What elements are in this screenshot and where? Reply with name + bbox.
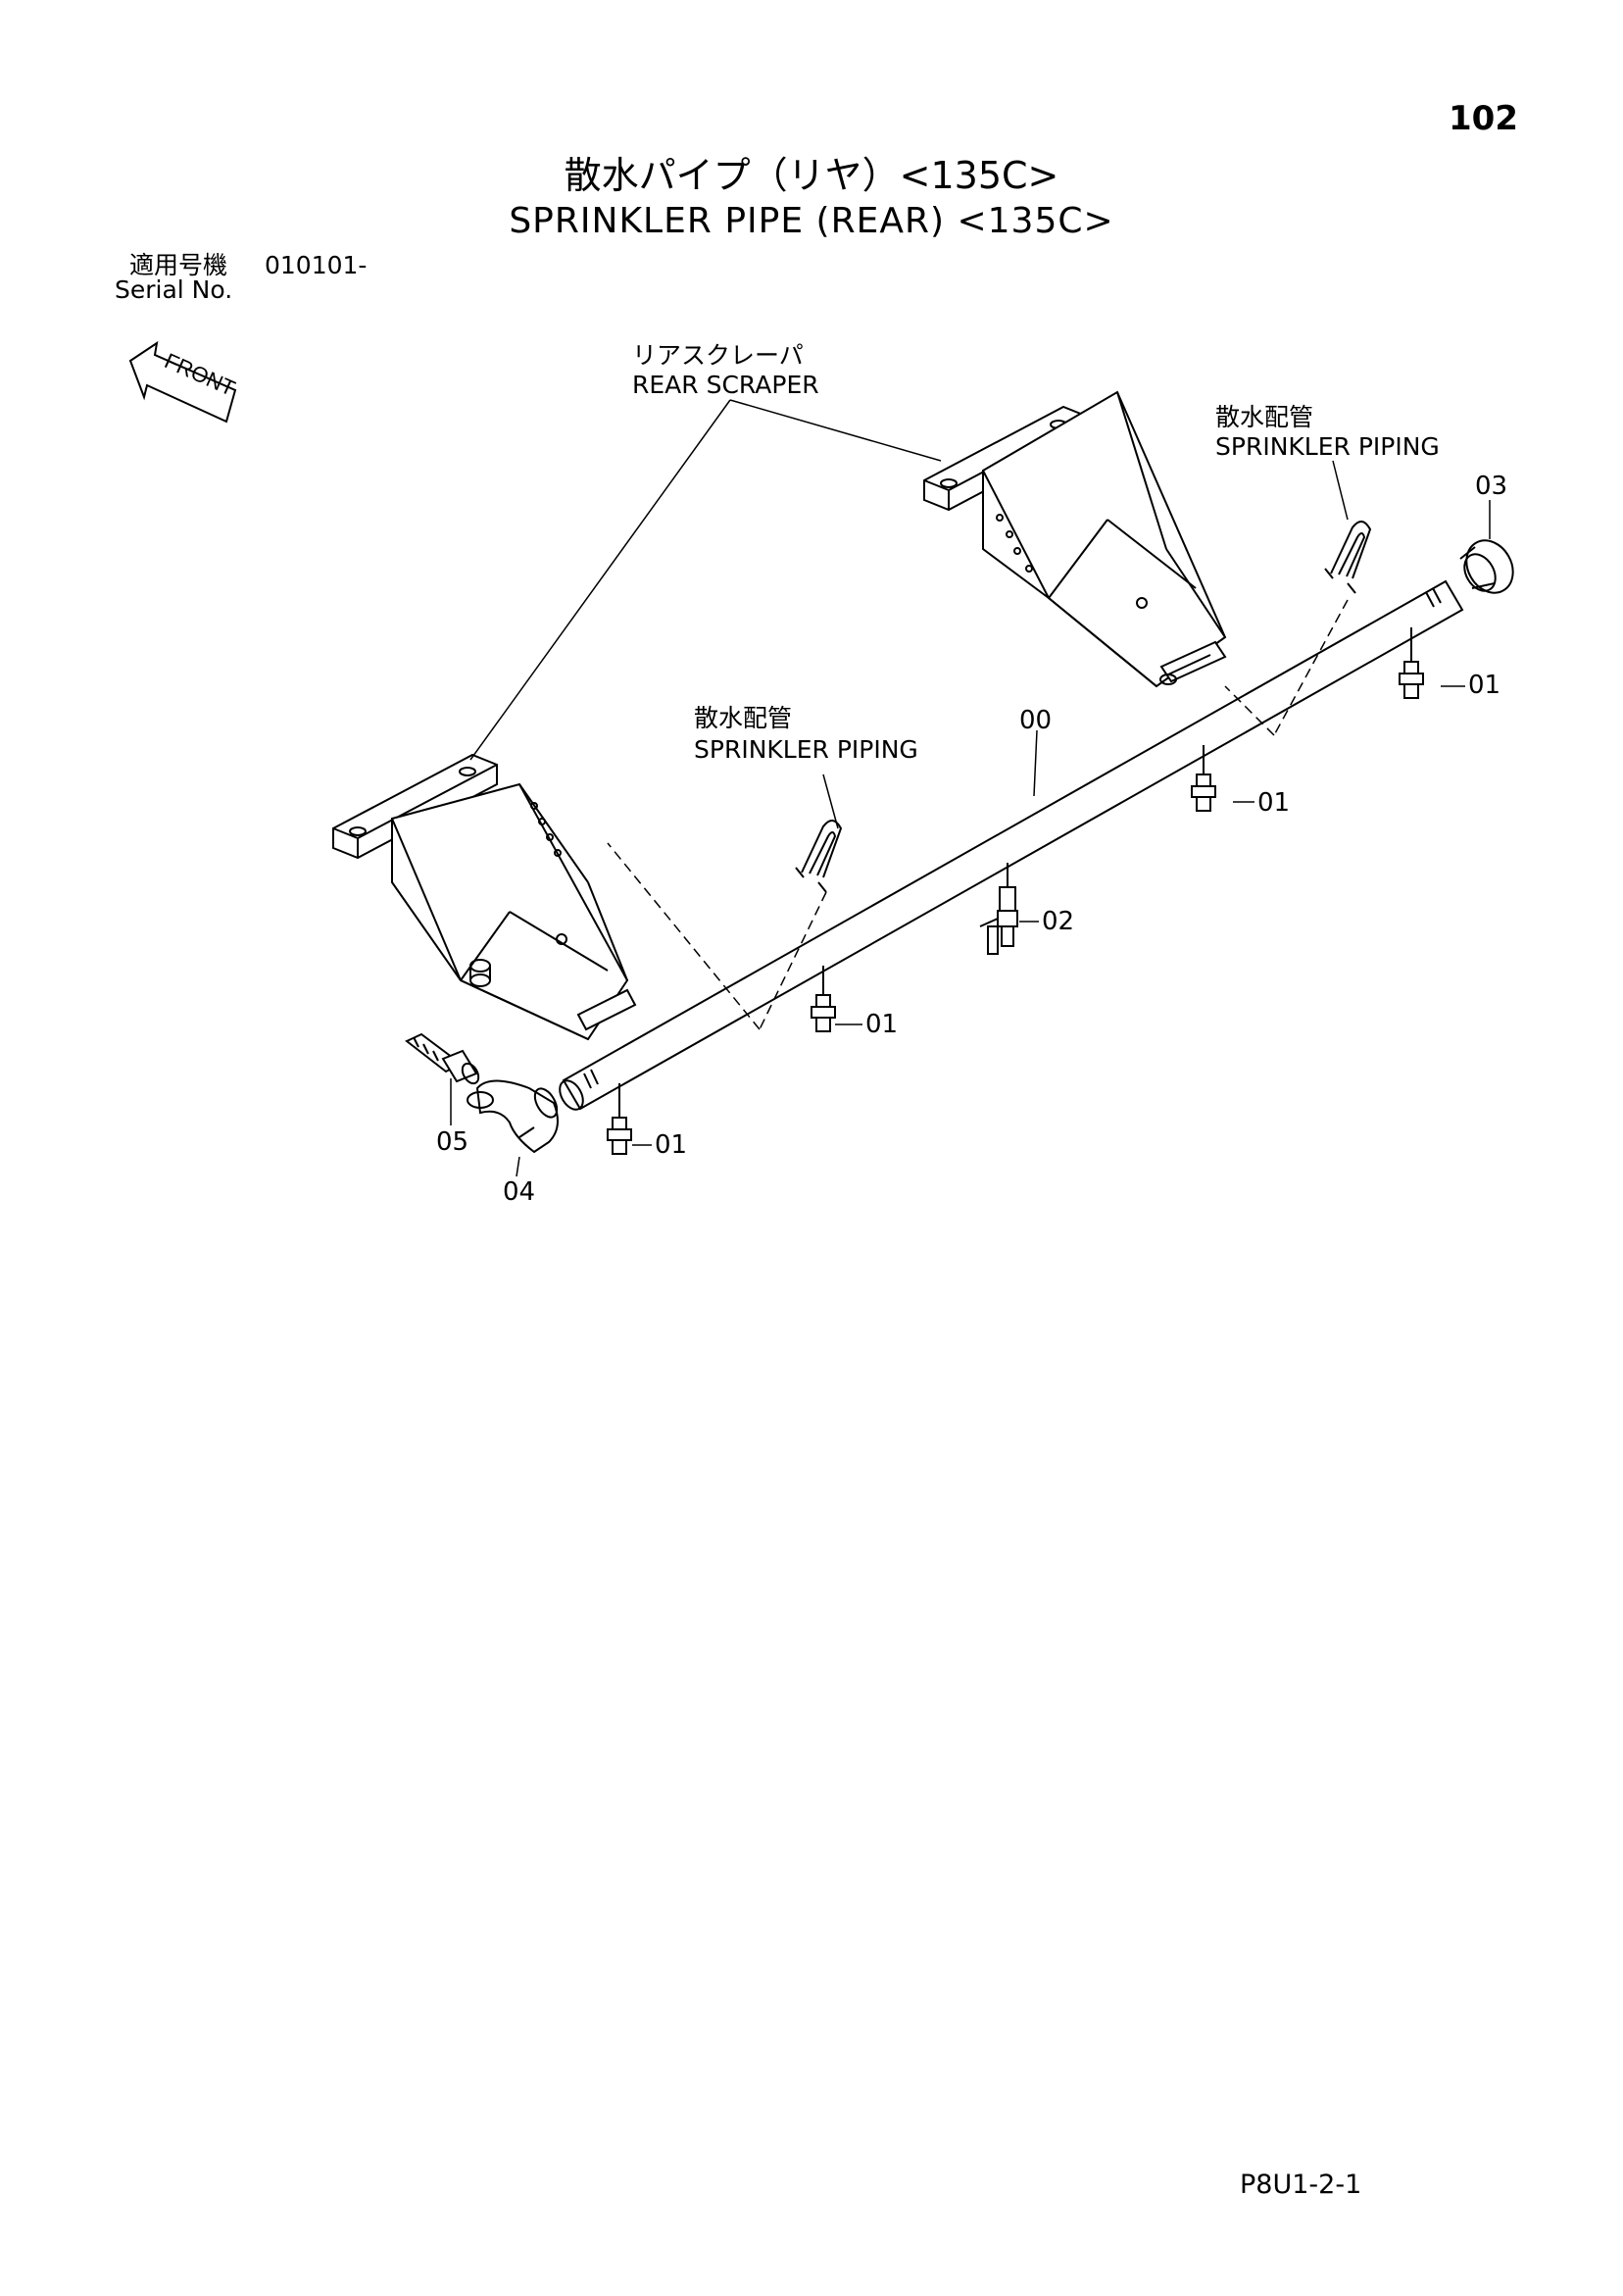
part-number-05: 05 [436, 1127, 469, 1157]
hose-connector [407, 1034, 482, 1086]
rear-scraper-label-en: REAR SCRAPER [632, 371, 819, 399]
part-number-03: 03 [1475, 472, 1508, 501]
footer-code: P8U1-2-1 [1240, 2170, 1362, 2200]
serial-label-japanese: 適用号機 [129, 251, 228, 279]
valve [980, 863, 1017, 954]
rear-scraper-left [333, 755, 635, 1039]
part-number-00: 00 [1019, 706, 1053, 735]
page-number: 102 [1449, 99, 1518, 138]
part-number-01-a: 01 [1468, 671, 1501, 700]
nozzle-left-mid [812, 966, 835, 1031]
u-clamp-left [796, 821, 841, 892]
elbow-fitting [467, 1081, 562, 1153]
front-arrow-icon: FRONT [130, 343, 239, 422]
title-english: SPRINKLER PIPE (REAR) <135C> [509, 201, 1114, 241]
sprinkler-piping-right-label-jp: 散水配管 [1215, 403, 1314, 431]
sprinkler-piping-left-label-jp: 散水配管 [694, 704, 793, 732]
rear-scraper-right [924, 392, 1225, 686]
end-cap [1457, 532, 1522, 601]
u-clamp-right [1325, 522, 1370, 593]
title-japanese: 散水パイプ（リヤ）<135C> [564, 154, 1059, 197]
nozzle-right-mid [1192, 745, 1215, 811]
part-number-04: 04 [503, 1177, 536, 1207]
nozzle-right-upper [1400, 627, 1423, 698]
sprinkler-piping-right-label-en: SPRINKLER PIPING [1215, 432, 1440, 461]
part-number-02: 02 [1042, 907, 1075, 936]
sprinkler-piping-left-label-en: SPRINKLER PIPING [694, 735, 918, 764]
leader-lines [451, 400, 1490, 1176]
part-number-01-b: 01 [1257, 788, 1291, 818]
serial-label-english: Serial No. [115, 275, 233, 304]
part-number-01-d: 01 [655, 1130, 688, 1160]
nozzle-left-lower [608, 1083, 631, 1154]
rear-scraper-label-jp: リアスクレーパ [632, 341, 804, 370]
sprinkler-pipe-main [555, 581, 1462, 1114]
part-number-01-c: 01 [865, 1010, 899, 1039]
serial-number: 010101- [265, 251, 368, 279]
